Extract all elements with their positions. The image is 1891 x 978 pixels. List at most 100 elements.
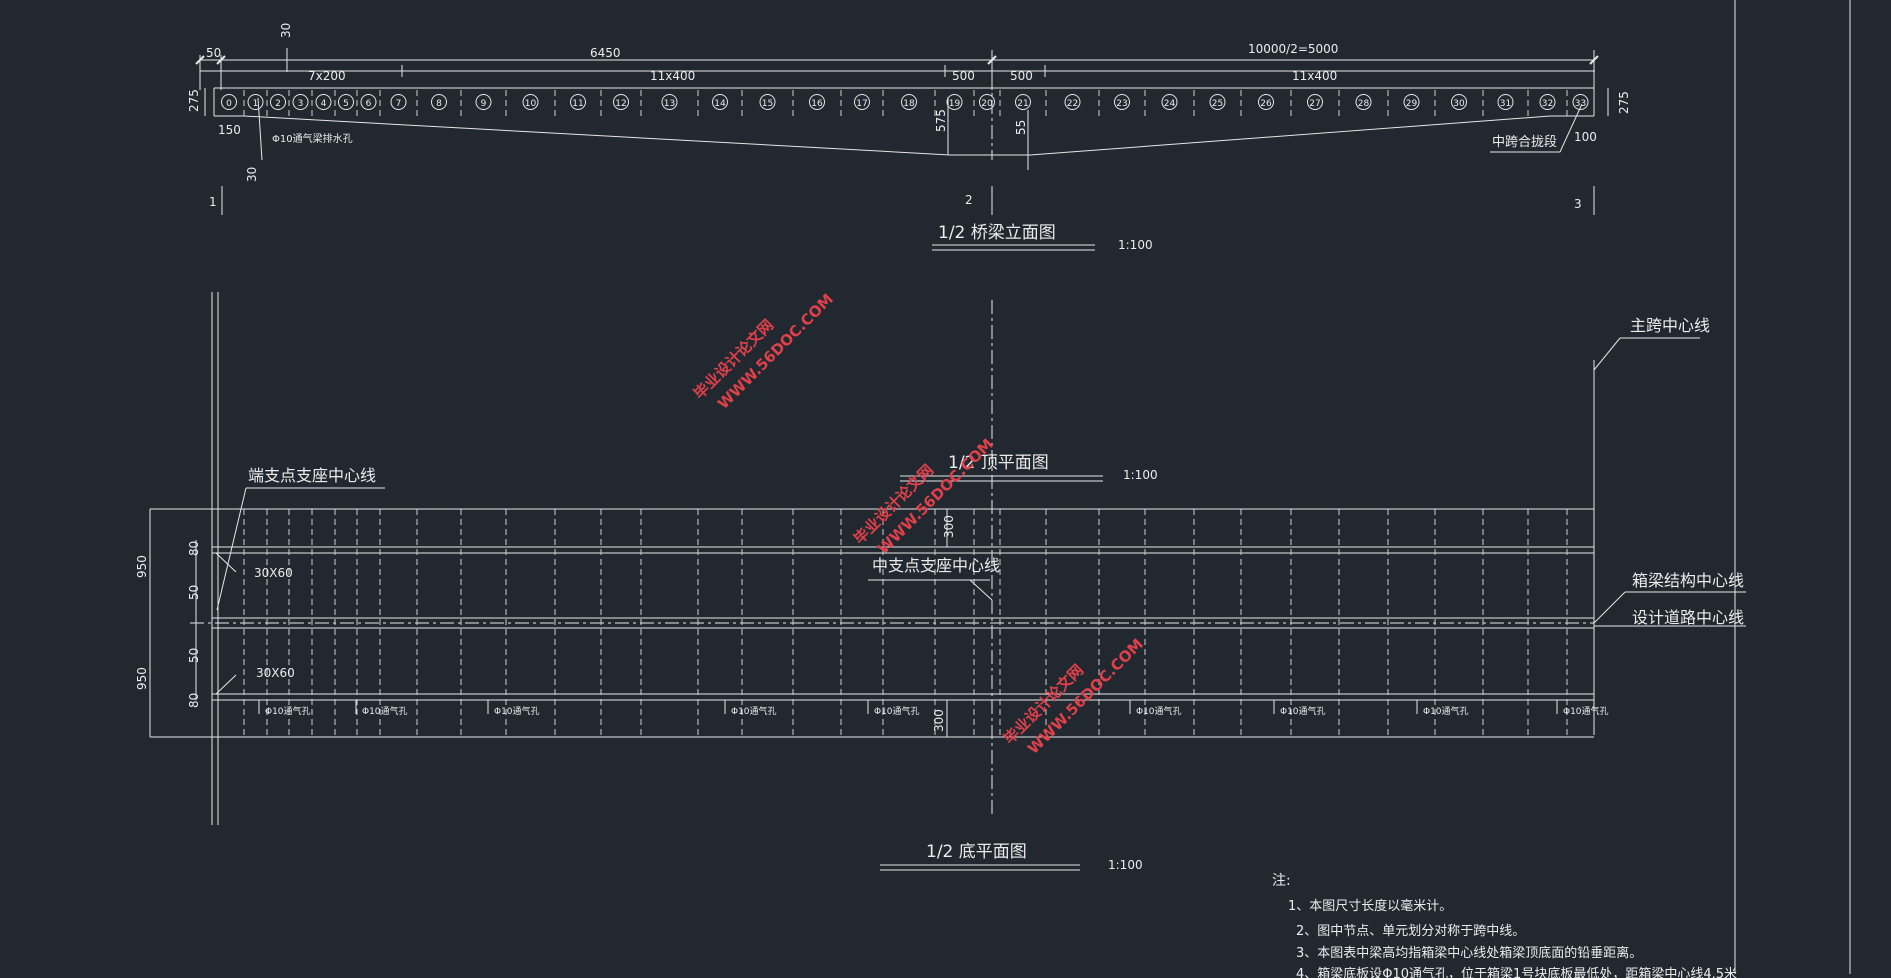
node-circle	[1539, 94, 1556, 110]
mid-support-centerline-label: 中支点支座中心线	[872, 556, 1000, 575]
vent-label: Φ10通气孔	[1423, 705, 1469, 717]
node-circle	[338, 94, 354, 110]
node-circle	[221, 94, 237, 110]
node-number: 1	[253, 99, 259, 109]
node-circle	[661, 94, 678, 110]
top-plan-scale: 1:100	[1123, 468, 1158, 482]
dim-950-bottom: 950	[135, 667, 149, 690]
dim-500-left: 500	[952, 69, 975, 83]
node-circle	[1209, 94, 1226, 110]
node-number: 4	[321, 99, 327, 109]
vent-label: Φ10通气孔	[874, 705, 920, 717]
dim-100: 100	[1574, 130, 1597, 144]
node-circle	[1114, 94, 1130, 110]
node-circle	[1497, 94, 1514, 110]
soffit-right	[1029, 115, 1551, 156]
node-number: 20	[981, 99, 993, 109]
dim-11x400-right: 11x400	[1292, 69, 1337, 83]
note-3: 3、本图表中梁高均指箱梁中心线处箱梁顶底面的铅垂距离。	[1296, 945, 1642, 961]
vent-label-elevation: Φ10通气梁排水孔	[272, 132, 353, 145]
node-circle	[292, 94, 309, 110]
node-circle	[946, 94, 963, 110]
node-circle	[901, 94, 917, 110]
node-circle	[854, 94, 870, 110]
node-circle	[1572, 94, 1589, 110]
node-number: 5	[343, 99, 349, 109]
dim-300-bottom: 300	[932, 709, 946, 732]
dim-55: 55	[1014, 120, 1028, 135]
node-number: 7	[396, 99, 402, 109]
elevation-view: 50 30 6450 10000/2=5000 7x200 11x400 500…	[187, 23, 1631, 252]
node-circle	[270, 94, 286, 110]
road-centerline-label: 设计道路中心线	[1632, 608, 1744, 627]
node-circle	[979, 94, 995, 110]
node-number: 9	[481, 99, 487, 109]
node-number: 15	[762, 99, 773, 109]
dim-500-right: 500	[1010, 69, 1033, 83]
dim-5000: 10000/2=5000	[1248, 42, 1338, 56]
section-3: 3	[1574, 197, 1582, 211]
node-number: 2	[275, 99, 281, 109]
node-circle	[759, 94, 776, 110]
node-circle	[1451, 94, 1467, 110]
watermark-2: 毕业设计论文网 WWW.56DOC.COM	[850, 435, 997, 558]
vent-label: Φ10通气孔	[265, 705, 311, 717]
node-circle	[1258, 94, 1274, 110]
node-circle	[809, 94, 825, 110]
dim-275-left: 275	[187, 89, 201, 112]
notes-heading: 注:	[1272, 873, 1291, 889]
chamfer-label-bottom: 30X60	[256, 666, 295, 680]
section-2: 2	[965, 193, 973, 207]
dim-80-bottom: 80	[187, 693, 201, 708]
node-circle	[431, 94, 447, 110]
dim-7x200: 7x200	[308, 69, 346, 83]
dim-950-top: 950	[135, 555, 149, 578]
watermark-1: 毕业设计论文网 WWW.56DOC.COM	[690, 290, 837, 413]
node-number: 6	[366, 99, 372, 109]
dim-50-top: 50	[187, 585, 201, 600]
dim-50: 50	[206, 46, 221, 60]
node-number: 10	[525, 99, 537, 109]
node-number: 19	[949, 99, 961, 109]
node-number: 33	[1575, 99, 1586, 109]
node-number: 3	[298, 99, 304, 109]
node-number: 25	[1212, 99, 1223, 109]
node-circle	[247, 94, 264, 110]
node-circle	[570, 94, 586, 110]
node-number: 29	[1406, 99, 1418, 109]
node-number: 21	[1017, 99, 1028, 109]
vent-label: Φ10通气孔	[362, 705, 408, 717]
chamfer-label-top: 30X60	[254, 566, 293, 580]
node-circle	[613, 94, 629, 110]
node-circle	[475, 94, 492, 110]
elevation-scale: 1:100	[1118, 238, 1153, 252]
node-circle	[315, 94, 332, 110]
vent-label: Φ10通气孔	[1280, 705, 1326, 717]
watermark-3: 毕业设计论文网 WWW.56DOC.COM	[1000, 635, 1147, 758]
notes-block: 注: 1、本图尺寸长度以毫米计。 2、图中节点、单元划分对称于跨中线。 3、本图…	[1272, 873, 1737, 978]
node-circle	[712, 94, 728, 110]
node-circle	[522, 94, 539, 110]
elevation-title: 1/2 桥梁立面图	[938, 223, 1056, 243]
end-support-centerline-label: 端支点支座中心线	[248, 466, 376, 485]
node-number: 26	[1260, 99, 1272, 109]
node-circle	[360, 94, 377, 110]
box-centerline-label: 箱梁结构中心线	[1632, 571, 1744, 590]
dim-30-bottom: 30	[245, 167, 259, 182]
bottom-plan-title: 1/2 底平面图	[926, 842, 1027, 862]
node-number: 17	[856, 99, 867, 109]
node-circle	[1064, 94, 1081, 110]
dim-80-top: 80	[187, 541, 201, 556]
node-number: 28	[1358, 99, 1370, 109]
node-circle	[1161, 94, 1178, 110]
dim-300-top: 300	[942, 515, 956, 538]
note-4: 4、箱梁底板设Φ10通气孔，位于箱梁1号块底板最低处，距箱梁中心线4.5米	[1296, 966, 1737, 978]
dim-150: 150	[218, 123, 241, 137]
segment-dividers	[243, 509, 1568, 737]
node-number: 8	[436, 99, 442, 109]
node-number: 0	[226, 99, 232, 109]
node-number: 16	[811, 99, 823, 109]
bottom-plan-scale: 1:100	[1108, 858, 1143, 872]
